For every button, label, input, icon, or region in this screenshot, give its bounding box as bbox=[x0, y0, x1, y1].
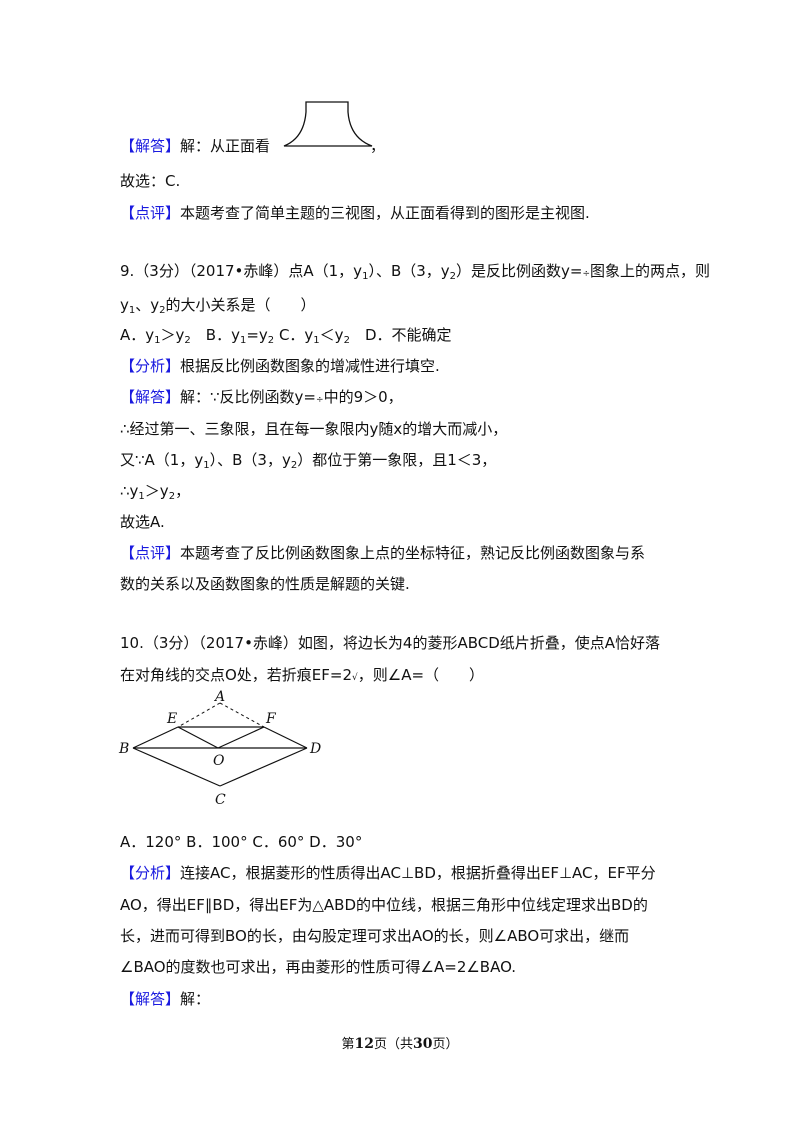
comment-tag: 【点评】 bbox=[120, 544, 181, 562]
label-F: F bbox=[265, 711, 277, 727]
q9-step1: ∴经过第一、三象限，且在每一象限内y随x的增大而减小， bbox=[120, 420, 508, 438]
q8-comment-line: 【点评】本题考查了简单主题的三视图，从正面看得到的图形是主视图. bbox=[120, 203, 590, 223]
q9-stem-line1: 9.（3分）（2017•赤峰）点A（1，y1）、B（3，y2）是反比例函数y=÷… bbox=[120, 262, 711, 282]
comment-tag: 【点评】 bbox=[120, 204, 181, 222]
page-total: 30 bbox=[413, 1036, 433, 1052]
fraction-9-over-x: ÷ bbox=[316, 395, 324, 405]
label-E: E bbox=[166, 711, 177, 727]
page-footer: 第12页（共30页） bbox=[341, 1036, 459, 1052]
q9-step3: ∴y1＞y2， bbox=[120, 482, 191, 502]
q10-options: A．120° B．100° C．60° D．30° bbox=[120, 833, 363, 851]
q9-options: A．y1＞y2 B．y1=y2 C．y1＜y2 D．不能确定 bbox=[120, 326, 452, 346]
q9-comment-line2: 数的关系以及函数图象的性质是解题的关键. bbox=[120, 575, 410, 593]
q8-answer-line: 【解答】解：从正面看 bbox=[120, 136, 270, 156]
q8-answer-text: 解：从正面看 bbox=[180, 137, 271, 155]
q9-analysis-line: 【分析】根据反比例函数图象的增减性进行填空. bbox=[120, 357, 440, 375]
sqrt-symbol: √ bbox=[352, 673, 358, 683]
q8-choose: 故选：C. bbox=[120, 172, 181, 190]
q10-analysis-line1: 【分析】连接AC，根据菱形的性质得出AC⊥BD，根据折叠得出EF⊥AC，EF平分 bbox=[120, 864, 656, 882]
label-D: D bbox=[309, 741, 321, 757]
q9-step2: 又∵A（1，y1）、B（3，y2）都位于第一象限，且1＜3， bbox=[120, 451, 497, 471]
analysis-tag: 【分析】 bbox=[120, 864, 181, 882]
q8-comma: ， bbox=[370, 137, 386, 155]
label-A: A bbox=[213, 690, 225, 705]
q10-stem-line1: 10.（3分）（2017•赤峰）如图，将边长为4的菱形ABCD纸片折叠，使点A恰… bbox=[120, 634, 661, 652]
analysis-tag: 【分析】 bbox=[120, 357, 181, 375]
fraction-9-over-x: ÷ bbox=[582, 269, 591, 279]
q9-choose: 故选A. bbox=[120, 513, 165, 531]
q10-answer-line: 【解答】解： bbox=[120, 990, 211, 1008]
label-O: O bbox=[213, 753, 225, 769]
answer-tag: 【解答】 bbox=[120, 137, 181, 155]
answer-tag: 【解答】 bbox=[120, 990, 181, 1008]
q9-answer-line: 【解答】解：∵反比例函数y=÷中的9＞0， bbox=[120, 388, 403, 406]
q10-analysis-line3: 长，进而可得到BO的长，由勾股定理可求出AO的长，则∠ABO可求出，继而 bbox=[120, 927, 630, 945]
q10-stem-line2: 在对角线的交点O处，若折痕EF=2√，则∠A=（ ） bbox=[120, 666, 485, 684]
answer-tag: 【解答】 bbox=[120, 388, 181, 406]
rhombus-figure: A E F B D O C bbox=[118, 690, 321, 808]
q10-analysis-line2: AO，得出EF∥BD，得出EF为△ABD的中位线，根据三角形中位线定理求出BD的 bbox=[120, 896, 648, 914]
q9-stem-line2: y1、y2的大小关系是（ ） bbox=[120, 296, 316, 316]
label-C: C bbox=[215, 792, 226, 808]
label-B: B bbox=[118, 741, 129, 757]
q10-analysis-line4: ∠BAO的度数也可求出，再由菱形的性质可得∠A=2∠BAO. bbox=[120, 958, 517, 976]
q8-comment: 本题考查了简单主题的三视图，从正面看得到的图形是主视图. bbox=[180, 204, 590, 222]
page-number: 12 bbox=[354, 1036, 374, 1052]
front-view-figure bbox=[283, 101, 373, 147]
q9-comment-line1: 【点评】本题考查了反比例函数图象上点的坐标特征，熟记反比例函数图象与系 bbox=[120, 544, 646, 562]
